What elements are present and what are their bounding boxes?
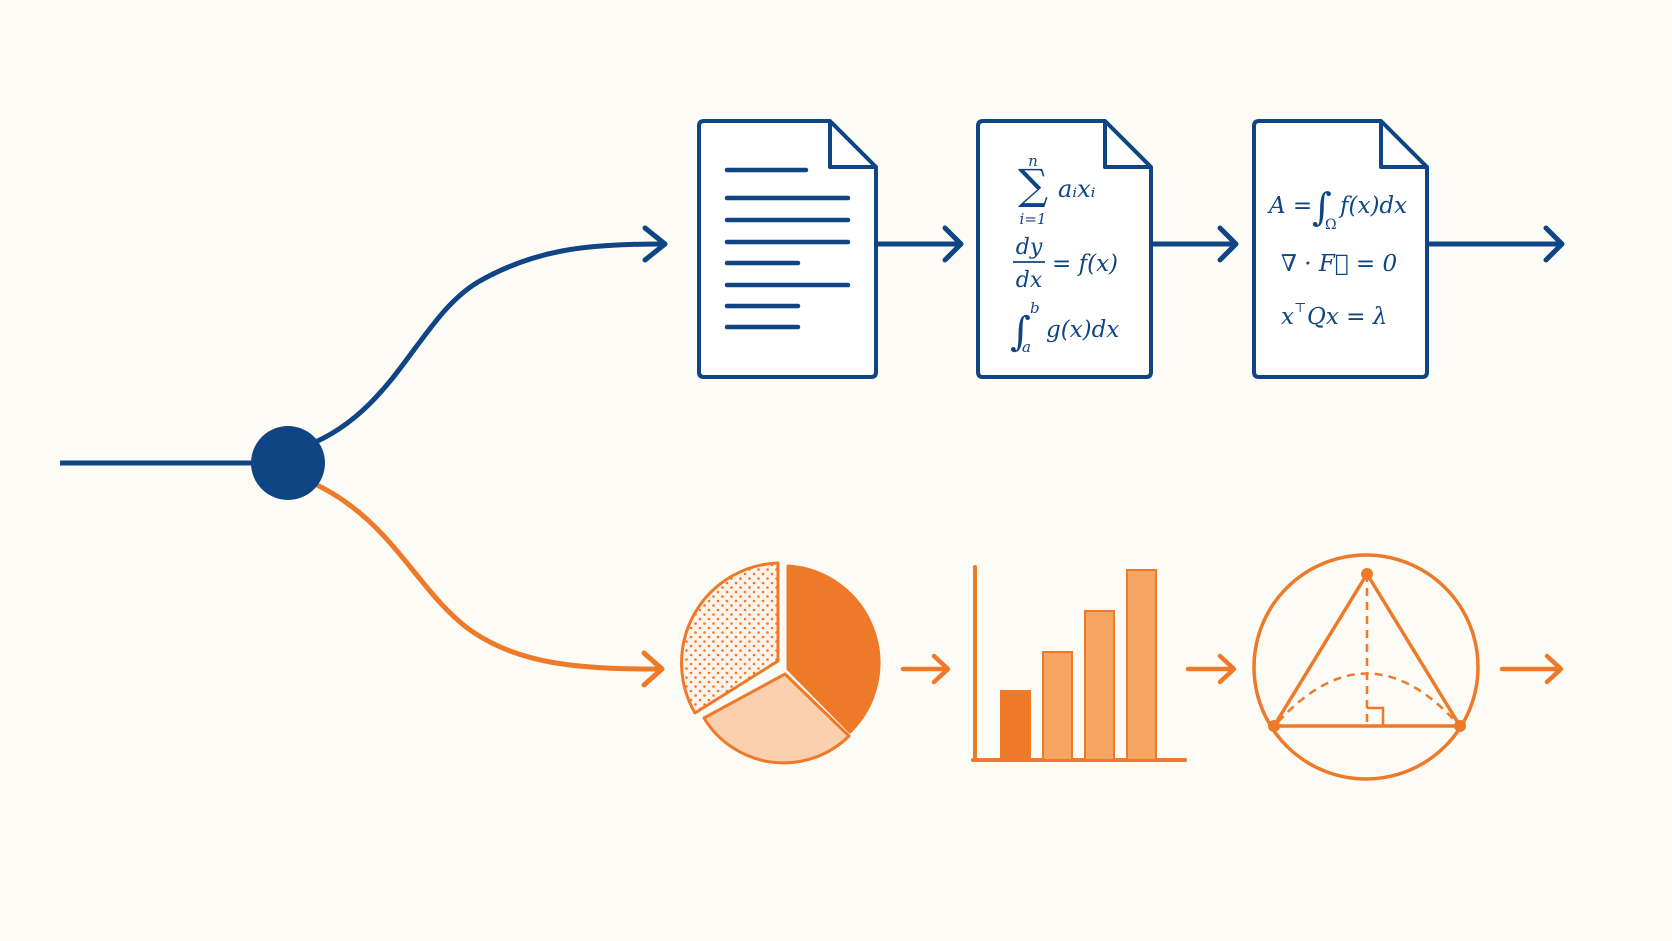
branch-node [251,426,325,500]
text-document-icon [697,119,878,379]
base-arc-dashed [1277,672,1457,723]
pie-chart-icon [680,561,881,765]
area-domain-subscript: Ω [1325,217,1337,233]
right-angle-marker [1367,706,1385,726]
arrowhead-doc1-to-doc2 [942,225,964,263]
pie-slice-pale [702,672,851,765]
pie-slice-dotted [680,561,780,715]
bar-4 [1126,569,1157,761]
vertex-left [1268,720,1280,732]
sum-upper-limit: n [1028,152,1038,170]
bar-1 [1000,690,1031,761]
geometry-figure-icon [1252,553,1480,781]
arrowhead-pie-to-bar [931,653,951,685]
arrowhead-bar-to-geometry [1217,653,1237,685]
sum-symbol: ∑ [1018,160,1048,209]
text-branch-arrowhead [642,225,668,263]
circumcircle [1252,553,1480,781]
quadratic-form-rest: Qx = λ [1307,304,1387,330]
visual-branch-arrowhead [641,650,665,688]
integral-body: g(x)dx [1046,317,1119,343]
equation-document-icon: n ∑ i=1 aᵢxᵢ dy dx = f(x) ∫ b a g(x)dx [976,119,1153,379]
sum-lower-limit: i=1 [1020,210,1047,228]
text-branch-curve [303,241,663,449]
area-integrand: f(x)dx [1338,193,1407,219]
integral-symbol: ∫ [1010,309,1031,355]
sum-term: aᵢxᵢ [1058,175,1096,203]
quadratic-form-transpose: ⊤ [1294,301,1306,316]
vertex-top [1361,568,1373,580]
derivative-numerator: dy [1016,235,1043,260]
pie-slice-solid [786,564,881,734]
arrowhead-doc3-output [1543,225,1565,263]
triangle [1272,572,1462,728]
divergence-equation: ∇ · F⃗ = 0 [1281,251,1397,277]
bar-3 [1084,610,1115,761]
bar-2 [1042,651,1073,761]
integral-lower-limit: a [1022,338,1031,356]
quadratic-form-x: x [1281,304,1294,330]
integral-upper-limit: b [1030,299,1040,317]
visual-branch-curve [303,477,663,672]
arrowhead-doc2-to-doc3 [1217,225,1239,263]
derivative-denominator: dx [1016,268,1043,293]
area-integral-symbol: ∫ [1312,185,1332,229]
formula-document-icon: A = ∫ Ω f(x)dx ∇ · F⃗ = 0 x ⊤ Qx = λ [1252,119,1429,379]
vertex-right [1454,720,1466,732]
area-lhs: A = [1267,193,1312,219]
bar-chart-icon [971,565,1187,762]
arrowhead-geometry-output [1544,653,1564,685]
derivative-rhs: = f(x) [1052,251,1118,277]
